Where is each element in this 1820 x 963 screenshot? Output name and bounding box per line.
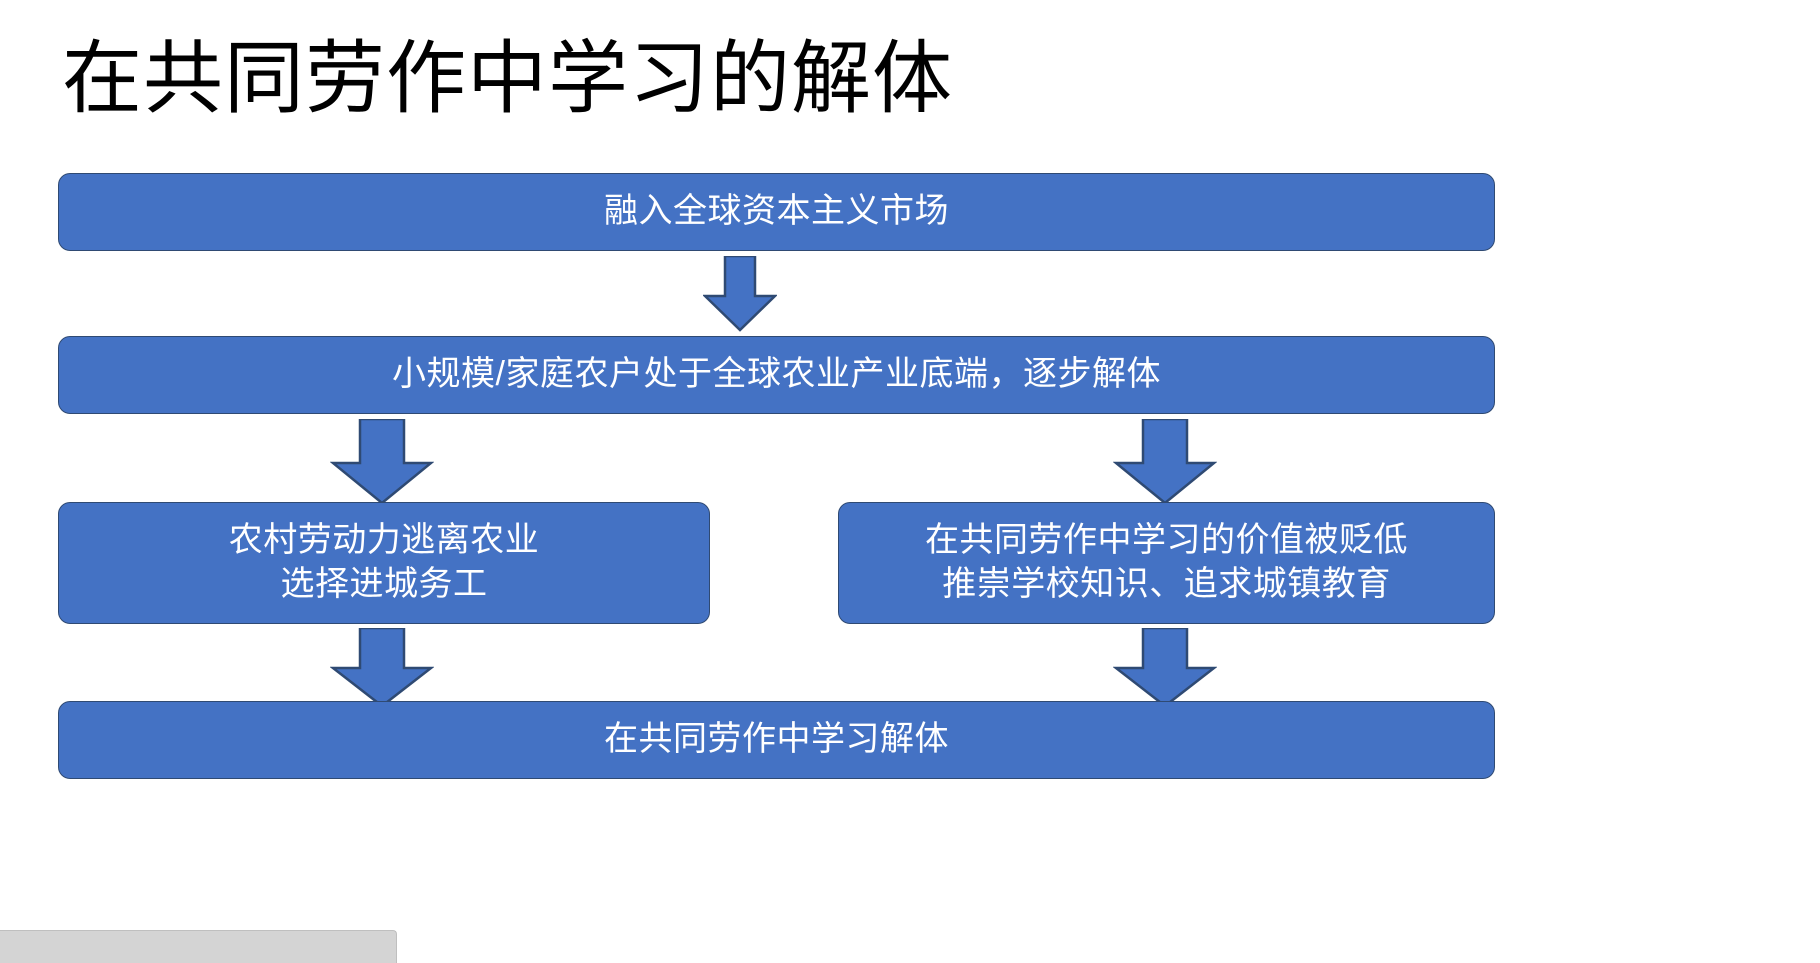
arrow-labor-to-collapse [330, 628, 434, 708]
flow-node-devalue-label: 在共同劳作中学习的价值被贬低 推崇学校知识、追求城镇教育 [925, 521, 1408, 603]
arrow-smallholder-to-devalue [1113, 419, 1217, 505]
flow-node-labor-label: 农村劳动力逃离农业 选择进城务工 [228, 521, 540, 603]
flow-node-devalue[interactable]: 在共同劳作中学习的价值被贬低 推崇学校知识、追求城镇教育 [838, 502, 1495, 624]
flow-node-collapse[interactable]: 在共同劳作中学习解体 [58, 701, 1495, 779]
bottom-left-chrome-bar [0, 930, 397, 963]
flow-node-collapse-label: 在共同劳作中学习解体 [604, 720, 949, 759]
flow-node-market-label: 融入全球资本主义市场 [604, 192, 949, 231]
flow-node-smallholder-label: 小规模/家庭农户处于全球农业产业底端，逐步解体 [392, 355, 1161, 394]
arrow-market-to-smallholder [703, 256, 777, 332]
flow-node-market[interactable]: 融入全球资本主义市场 [58, 173, 1495, 251]
arrow-smallholder-to-labor [330, 419, 434, 505]
page-title: 在共同劳作中学习的解体 [62, 34, 953, 123]
flow-node-smallholder[interactable]: 小规模/家庭农户处于全球农业产业底端，逐步解体 [58, 336, 1495, 414]
flow-node-labor[interactable]: 农村劳动力逃离农业 选择进城务工 [58, 502, 710, 624]
arrow-devalue-to-collapse [1113, 628, 1217, 708]
